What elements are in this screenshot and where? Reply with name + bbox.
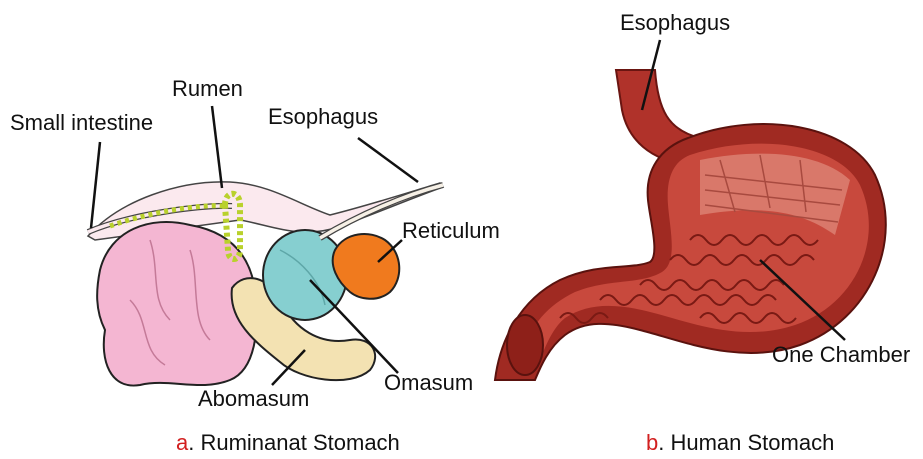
caption-human-letter: b bbox=[646, 430, 658, 455]
caption-ruminant: a. Ruminanat Stomach bbox=[176, 432, 400, 454]
caption-human-text: . Human Stomach bbox=[658, 430, 834, 455]
ruminant-stomach-illustration bbox=[88, 182, 443, 386]
label-rumen: Rumen bbox=[172, 78, 243, 100]
label-small-intestine: Small intestine bbox=[10, 112, 153, 134]
label-ruminant-esophagus: Esophagus bbox=[268, 106, 378, 128]
label-abomasum: Abomasum bbox=[198, 388, 309, 410]
label-one-chamber: One Chamber bbox=[772, 344, 910, 366]
human-stomach-illustration bbox=[495, 70, 886, 380]
caption-ruminant-letter: a bbox=[176, 430, 188, 455]
caption-human: b. Human Stomach bbox=[646, 432, 834, 454]
label-reticulum: Reticulum bbox=[402, 220, 500, 242]
caption-ruminant-text: . Ruminanat Stomach bbox=[188, 430, 400, 455]
label-omasum: Omasum bbox=[384, 372, 473, 394]
label-human-esophagus: Esophagus bbox=[620, 12, 730, 34]
